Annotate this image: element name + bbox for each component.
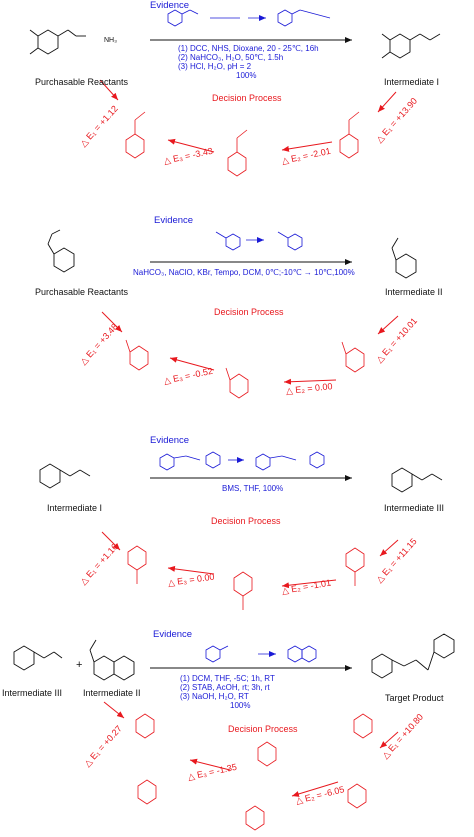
- decision-arrow-3a: [101, 531, 121, 551]
- reactant-label-2: Purchasable Reactants: [35, 287, 129, 297]
- decision-arrow-4d: [379, 731, 399, 749]
- evidence-title-2: Evidence: [154, 215, 194, 226]
- conditions-2: NaHCO₃, NaClO, KBr, Tempo, DCM, 0℃;-10℃ …: [133, 268, 355, 277]
- condition-line: (2) STAB, AcOH, rt; 3h, rt: [180, 683, 270, 692]
- decision-arrow-4c: [291, 781, 339, 797]
- condition-line: 100%: [230, 701, 251, 710]
- decision-arrow-2d: [377, 315, 399, 335]
- evidence-structures-3: [159, 451, 325, 471]
- product-structure-1: [381, 33, 441, 59]
- product-structure-4: [371, 633, 455, 679]
- condition-line: (3) NaOH, H₂O, RT: [180, 692, 249, 701]
- condition-line: (3) HCl, H₂O, pH = 2: [178, 62, 252, 71]
- reactant-structure-1: [29, 29, 86, 55]
- conditions-4: (1) DCM, THF, -5C; 1h, RT (2) STAB, AcOH…: [180, 674, 275, 710]
- conditions-3: BMS, THF, 100%: [222, 484, 283, 493]
- reagent-small-1: NH₃: [104, 37, 117, 44]
- decision-arrow-1c: [281, 141, 333, 152]
- condition-line: 100%: [236, 71, 257, 80]
- decision-arrow-2a: [101, 311, 123, 333]
- decision-arrow-1b: [167, 138, 215, 153]
- reactant-structure-4a: [13, 645, 63, 671]
- condition-line: (1) DCM, THF, -5C; 1h, RT: [180, 674, 275, 683]
- plus-sign: +: [76, 659, 83, 671]
- reactant-label-1: Purchasable Reactants: [35, 77, 129, 87]
- evidence-structures-4: [205, 645, 317, 663]
- reactant-structure-4b: [89, 639, 135, 681]
- decision-title-2: Decision Process: [214, 307, 284, 317]
- decision-arrow-3c: [281, 579, 337, 589]
- evidence-title-1: Evidence: [150, 0, 190, 11]
- decision-structures-2: [125, 339, 365, 399]
- decision-arrow-1d: [377, 91, 397, 113]
- evidence-title-4: Evidence: [153, 629, 193, 640]
- decision-arrow-1a: [99, 79, 119, 101]
- condition-line: BMS, THF, 100%: [222, 484, 284, 493]
- product-label-4: Target Product: [385, 693, 444, 703]
- decision-structures-3: [127, 545, 365, 610]
- product-structure-2: [391, 237, 417, 279]
- condition-line: (1) DCC, NHS, Dioxane, 20 - 25℃, 16h: [178, 44, 319, 53]
- product-label-2: Intermediate II: [385, 287, 443, 297]
- condition-line: (2) NaHCO₃, H₂O, 50℃, 1.5h: [178, 53, 284, 62]
- reactant-structure-3: [39, 463, 91, 489]
- decision-arrow-2c: [283, 378, 337, 385]
- product-structure-3: [391, 467, 443, 493]
- reactant-label-3: Intermediate I: [47, 503, 103, 513]
- decision-title-1: Decision Process: [212, 93, 282, 103]
- decision-arrow-3d: [379, 539, 399, 557]
- conditions-1: (1) DCC, NHS, Dioxane, 20 - 25℃, 16h (2)…: [178, 44, 319, 80]
- reactant-label-4a: Intermediate III: [2, 688, 63, 698]
- decision-structures-1: [125, 111, 360, 177]
- decision-arrow-2b: [169, 356, 215, 371]
- evidence-structures-2: [215, 231, 303, 251]
- decision-arrow-3b: [167, 565, 215, 575]
- decision-arrow-4b: [189, 758, 231, 771]
- decision-title-3: Decision Process: [211, 516, 281, 526]
- condition-line: NaHCO₃, NaClO, KBr, Tempo, DCM, 0℃;-10℃ …: [133, 268, 355, 277]
- decision-title-4: Decision Process: [228, 724, 298, 734]
- decision-arrow-4a: [103, 701, 125, 719]
- product-label-3: Intermediate III: [384, 503, 445, 513]
- reactant-structure-2: [47, 229, 75, 273]
- evidence-structures-1: [167, 9, 331, 27]
- product-label-1: Intermediate I: [384, 77, 440, 87]
- decision-structures-4: [135, 713, 373, 831]
- evidence-title-3: Evidence: [150, 435, 190, 446]
- reactant-label-4b: Intermediate II: [83, 688, 141, 698]
